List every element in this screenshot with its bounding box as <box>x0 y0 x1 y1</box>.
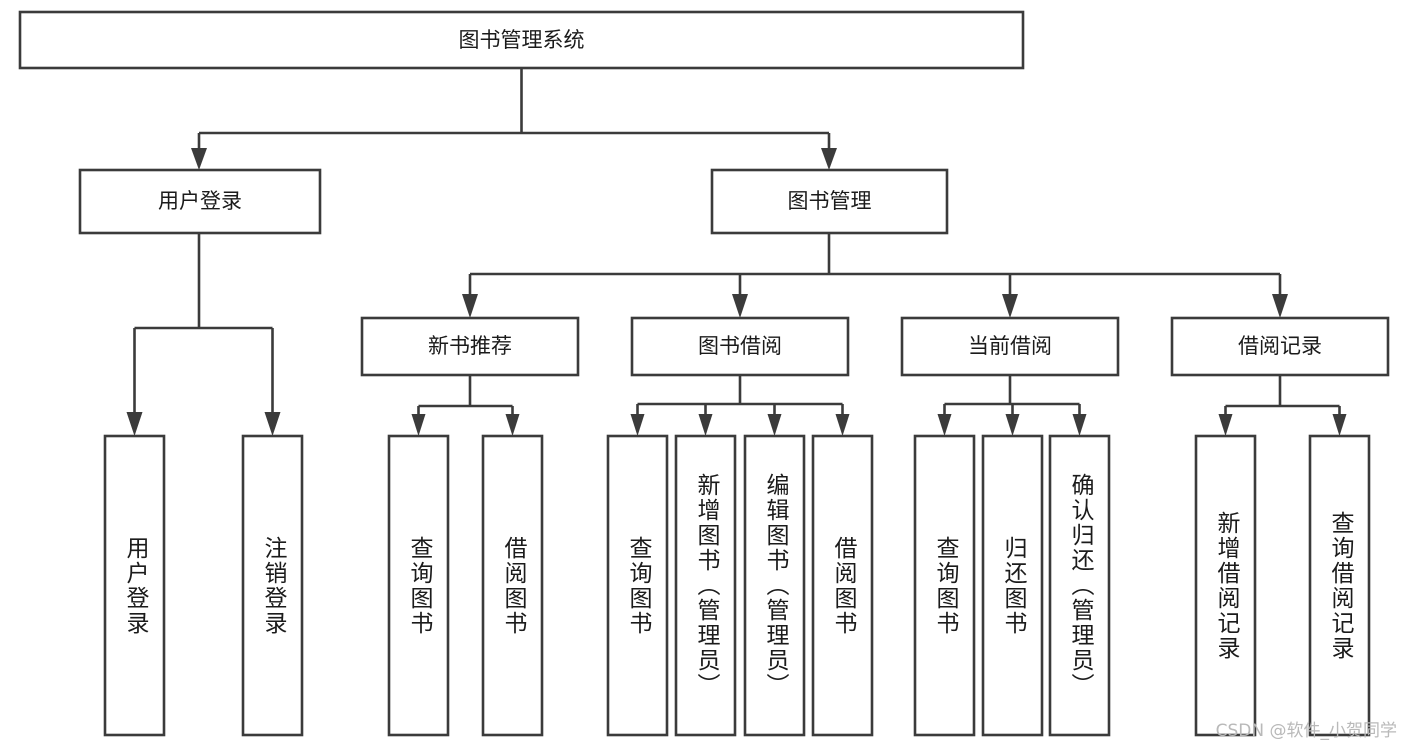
node-book-manage-box[interactable] <box>710 168 949 235</box>
arrowhead-leaf-user-login <box>126 412 143 436</box>
arrowhead-leaf-query-record <box>1332 414 1347 436</box>
arrowhead-leaf-edit-book <box>767 414 782 436</box>
node-book-borrow-label: 图书借阅 <box>698 334 782 358</box>
arrowhead-current-borrow <box>1002 294 1018 318</box>
arrowhead-leaf-user-logout <box>264 412 281 436</box>
node-leaf-user-logout-box[interactable] <box>241 434 304 737</box>
connector-group-new-book-rec-to-leaves <box>411 375 520 436</box>
node-leaf-add-book-box[interactable] <box>674 434 737 737</box>
node-book-borrow-box[interactable] <box>630 316 850 377</box>
node-current-borrow-box[interactable] <box>900 316 1120 377</box>
connector-group-book-manage-to-level2 <box>462 233 1288 318</box>
node-root[interactable]: 图书管理系统 <box>18 10 1025 70</box>
arrowhead-leaf-add-book <box>698 414 713 436</box>
node-user-login-label: 用户登录 <box>158 189 242 213</box>
node-leaf-borrow-book-box[interactable] <box>811 434 874 737</box>
node-book-borrow[interactable]: 图书借阅 <box>630 316 850 377</box>
arrowhead-leaf-query-book-cur <box>937 414 952 436</box>
arrowhead-borrow-record <box>1272 294 1288 318</box>
node-new-book-rec[interactable]: 新书推荐 <box>360 316 580 377</box>
arrowhead-leaf-add-record <box>1218 414 1233 436</box>
node-root-box[interactable] <box>18 10 1025 70</box>
connector-group-current-borrow-to-leaves <box>937 375 1087 436</box>
arrowhead-new-book-rec <box>462 294 478 318</box>
node-leaf-add-record-box[interactable] <box>1194 434 1257 737</box>
arrowhead-user-login <box>191 148 207 170</box>
arrowhead-book-manage <box>821 148 837 170</box>
node-borrow-record[interactable]: 借阅记录 <box>1170 316 1390 377</box>
arrowhead-leaf-borrow-book <box>835 414 850 436</box>
node-current-borrow-label: 当前借阅 <box>968 334 1052 358</box>
arrowhead-leaf-borrow-book-rec <box>505 414 520 436</box>
connector-group-book-borrow-to-leaves <box>630 375 850 436</box>
node-leaf-edit-book-box[interactable] <box>743 434 806 737</box>
node-leaf-user-login-box[interactable] <box>103 434 166 737</box>
node-leaf-query-book-borrow-box[interactable] <box>606 434 669 737</box>
node-borrow-record-label: 借阅记录 <box>1238 334 1322 358</box>
node-current-borrow[interactable]: 当前借阅 <box>900 316 1120 377</box>
csdn-watermark: CSDN @软件_小贺同学 <box>1215 721 1397 741</box>
connector-group-borrow-record-to-leaves <box>1218 375 1347 436</box>
node-borrow-record-box[interactable] <box>1170 316 1390 377</box>
arrowhead-leaf-query-book-rec <box>411 414 426 436</box>
connector-group-user-login-to-leaves <box>126 233 281 436</box>
node-new-book-rec-box[interactable] <box>360 316 580 377</box>
node-new-book-rec-label: 新书推荐 <box>428 334 512 358</box>
arrowhead-leaf-query-book-borrow <box>630 414 645 436</box>
node-book-manage[interactable]: 图书管理 <box>710 168 949 235</box>
node-leaf-query-book-rec-box[interactable] <box>387 434 450 737</box>
node-leaf-borrow-book-rec-box[interactable] <box>481 434 544 737</box>
node-leaf-query-record-box[interactable] <box>1308 434 1371 737</box>
arrowhead-leaf-return-book <box>1005 414 1020 436</box>
arrowhead-leaf-confirm-return <box>1072 414 1087 436</box>
node-user-login-box[interactable] <box>78 168 322 235</box>
connector-group-root-to-level1 <box>191 68 837 170</box>
node-leaf-return-book-box[interactable] <box>981 434 1044 737</box>
node-book-manage-label: 图书管理 <box>788 189 872 213</box>
node-root-label: 图书管理系统 <box>459 28 585 52</box>
node-leaf-query-book-cur-box[interactable] <box>913 434 976 737</box>
node-leaf-confirm-return-box[interactable] <box>1048 434 1111 737</box>
arrowhead-book-borrow <box>732 294 748 318</box>
node-user-login[interactable]: 用户登录 <box>78 168 322 235</box>
